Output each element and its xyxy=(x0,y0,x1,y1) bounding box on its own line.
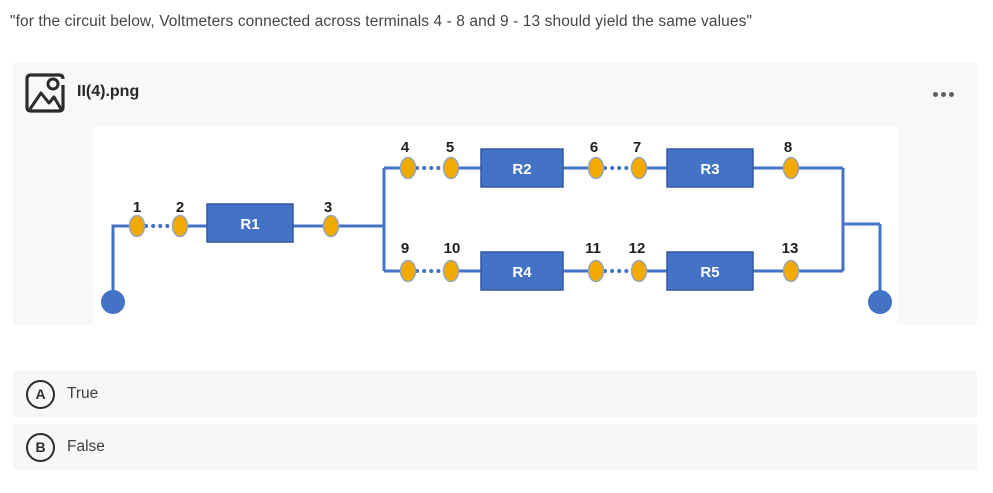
circuit-diagram: R1 R2 R3 R4 R5 xyxy=(101,139,892,314)
ellipsis-icon xyxy=(940,91,946,97)
svg-text:5: 5 xyxy=(446,139,454,156)
svg-text:R2: R2 xyxy=(512,161,531,178)
option-a-letter-badge: A xyxy=(26,379,55,409)
terminal-4 xyxy=(399,156,417,180)
svg-text:7: 7 xyxy=(633,139,641,156)
image-icon xyxy=(25,73,65,113)
terminal-12 xyxy=(630,259,648,283)
svg-text:3: 3 xyxy=(324,199,332,216)
resistor-R1: R1 xyxy=(206,203,294,243)
terminal-3 xyxy=(322,214,340,238)
terminal-5 xyxy=(442,156,460,180)
circuit-image: R1 R2 R3 R4 R5 xyxy=(93,127,897,325)
attachment-filename: II(4).png xyxy=(77,83,140,100)
terminal-1 xyxy=(128,214,146,238)
attachment-card: II(4).png R1 R2 xyxy=(13,62,977,325)
terminal-7 xyxy=(630,156,648,180)
ellipsis-icon xyxy=(932,91,938,97)
svg-text:R3: R3 xyxy=(700,161,719,178)
svg-text:13: 13 xyxy=(782,240,799,257)
circuit-terminals xyxy=(128,156,800,283)
svg-text:4: 4 xyxy=(401,139,410,156)
terminal-labels: 1 2 3 4 5 6 7 8 9 10 11 12 13 xyxy=(133,139,799,257)
resistor-R2: R2 xyxy=(480,148,564,188)
svg-text:11: 11 xyxy=(585,240,601,257)
svg-text:9: 9 xyxy=(401,240,409,257)
terminal-13 xyxy=(782,259,800,283)
attachment-header: II(4).png xyxy=(13,62,977,127)
svg-text:R5: R5 xyxy=(700,264,719,281)
circuit-wires xyxy=(111,166,882,297)
resistor-R4: R4 xyxy=(480,251,564,291)
more-options-button[interactable] xyxy=(929,86,957,102)
question-text: "for the circuit below, Voltmeters conne… xyxy=(10,13,753,30)
resistor-R5: R5 xyxy=(666,251,754,291)
svg-text:2: 2 xyxy=(176,199,184,216)
option-b-letter-badge: B xyxy=(26,432,55,462)
svg-text:1: 1 xyxy=(133,199,141,216)
option-b[interactable]: B False xyxy=(13,424,977,470)
terminal-9 xyxy=(399,259,417,283)
terminal-2 xyxy=(171,214,189,238)
svg-text:10: 10 xyxy=(444,240,461,257)
option-a[interactable]: A True xyxy=(13,371,977,417)
circuit-source-nodes xyxy=(101,290,892,314)
source-node-left xyxy=(101,290,125,314)
svg-text:6: 6 xyxy=(590,139,598,156)
terminal-6 xyxy=(587,156,605,180)
resistor-R3: R3 xyxy=(666,148,754,188)
option-a-label: True xyxy=(67,385,99,402)
option-b-letter: B xyxy=(35,439,46,455)
option-a-letter: A xyxy=(35,386,46,402)
svg-text:12: 12 xyxy=(629,240,646,257)
option-b-label: False xyxy=(67,438,105,455)
svg-text:R1: R1 xyxy=(240,216,259,233)
svg-text:R4: R4 xyxy=(512,264,532,281)
ellipsis-icon xyxy=(948,91,954,97)
terminal-8 xyxy=(782,156,800,180)
svg-text:8: 8 xyxy=(784,139,792,156)
terminal-10 xyxy=(442,259,460,283)
terminal-11 xyxy=(587,259,605,283)
source-node-right xyxy=(868,290,892,314)
